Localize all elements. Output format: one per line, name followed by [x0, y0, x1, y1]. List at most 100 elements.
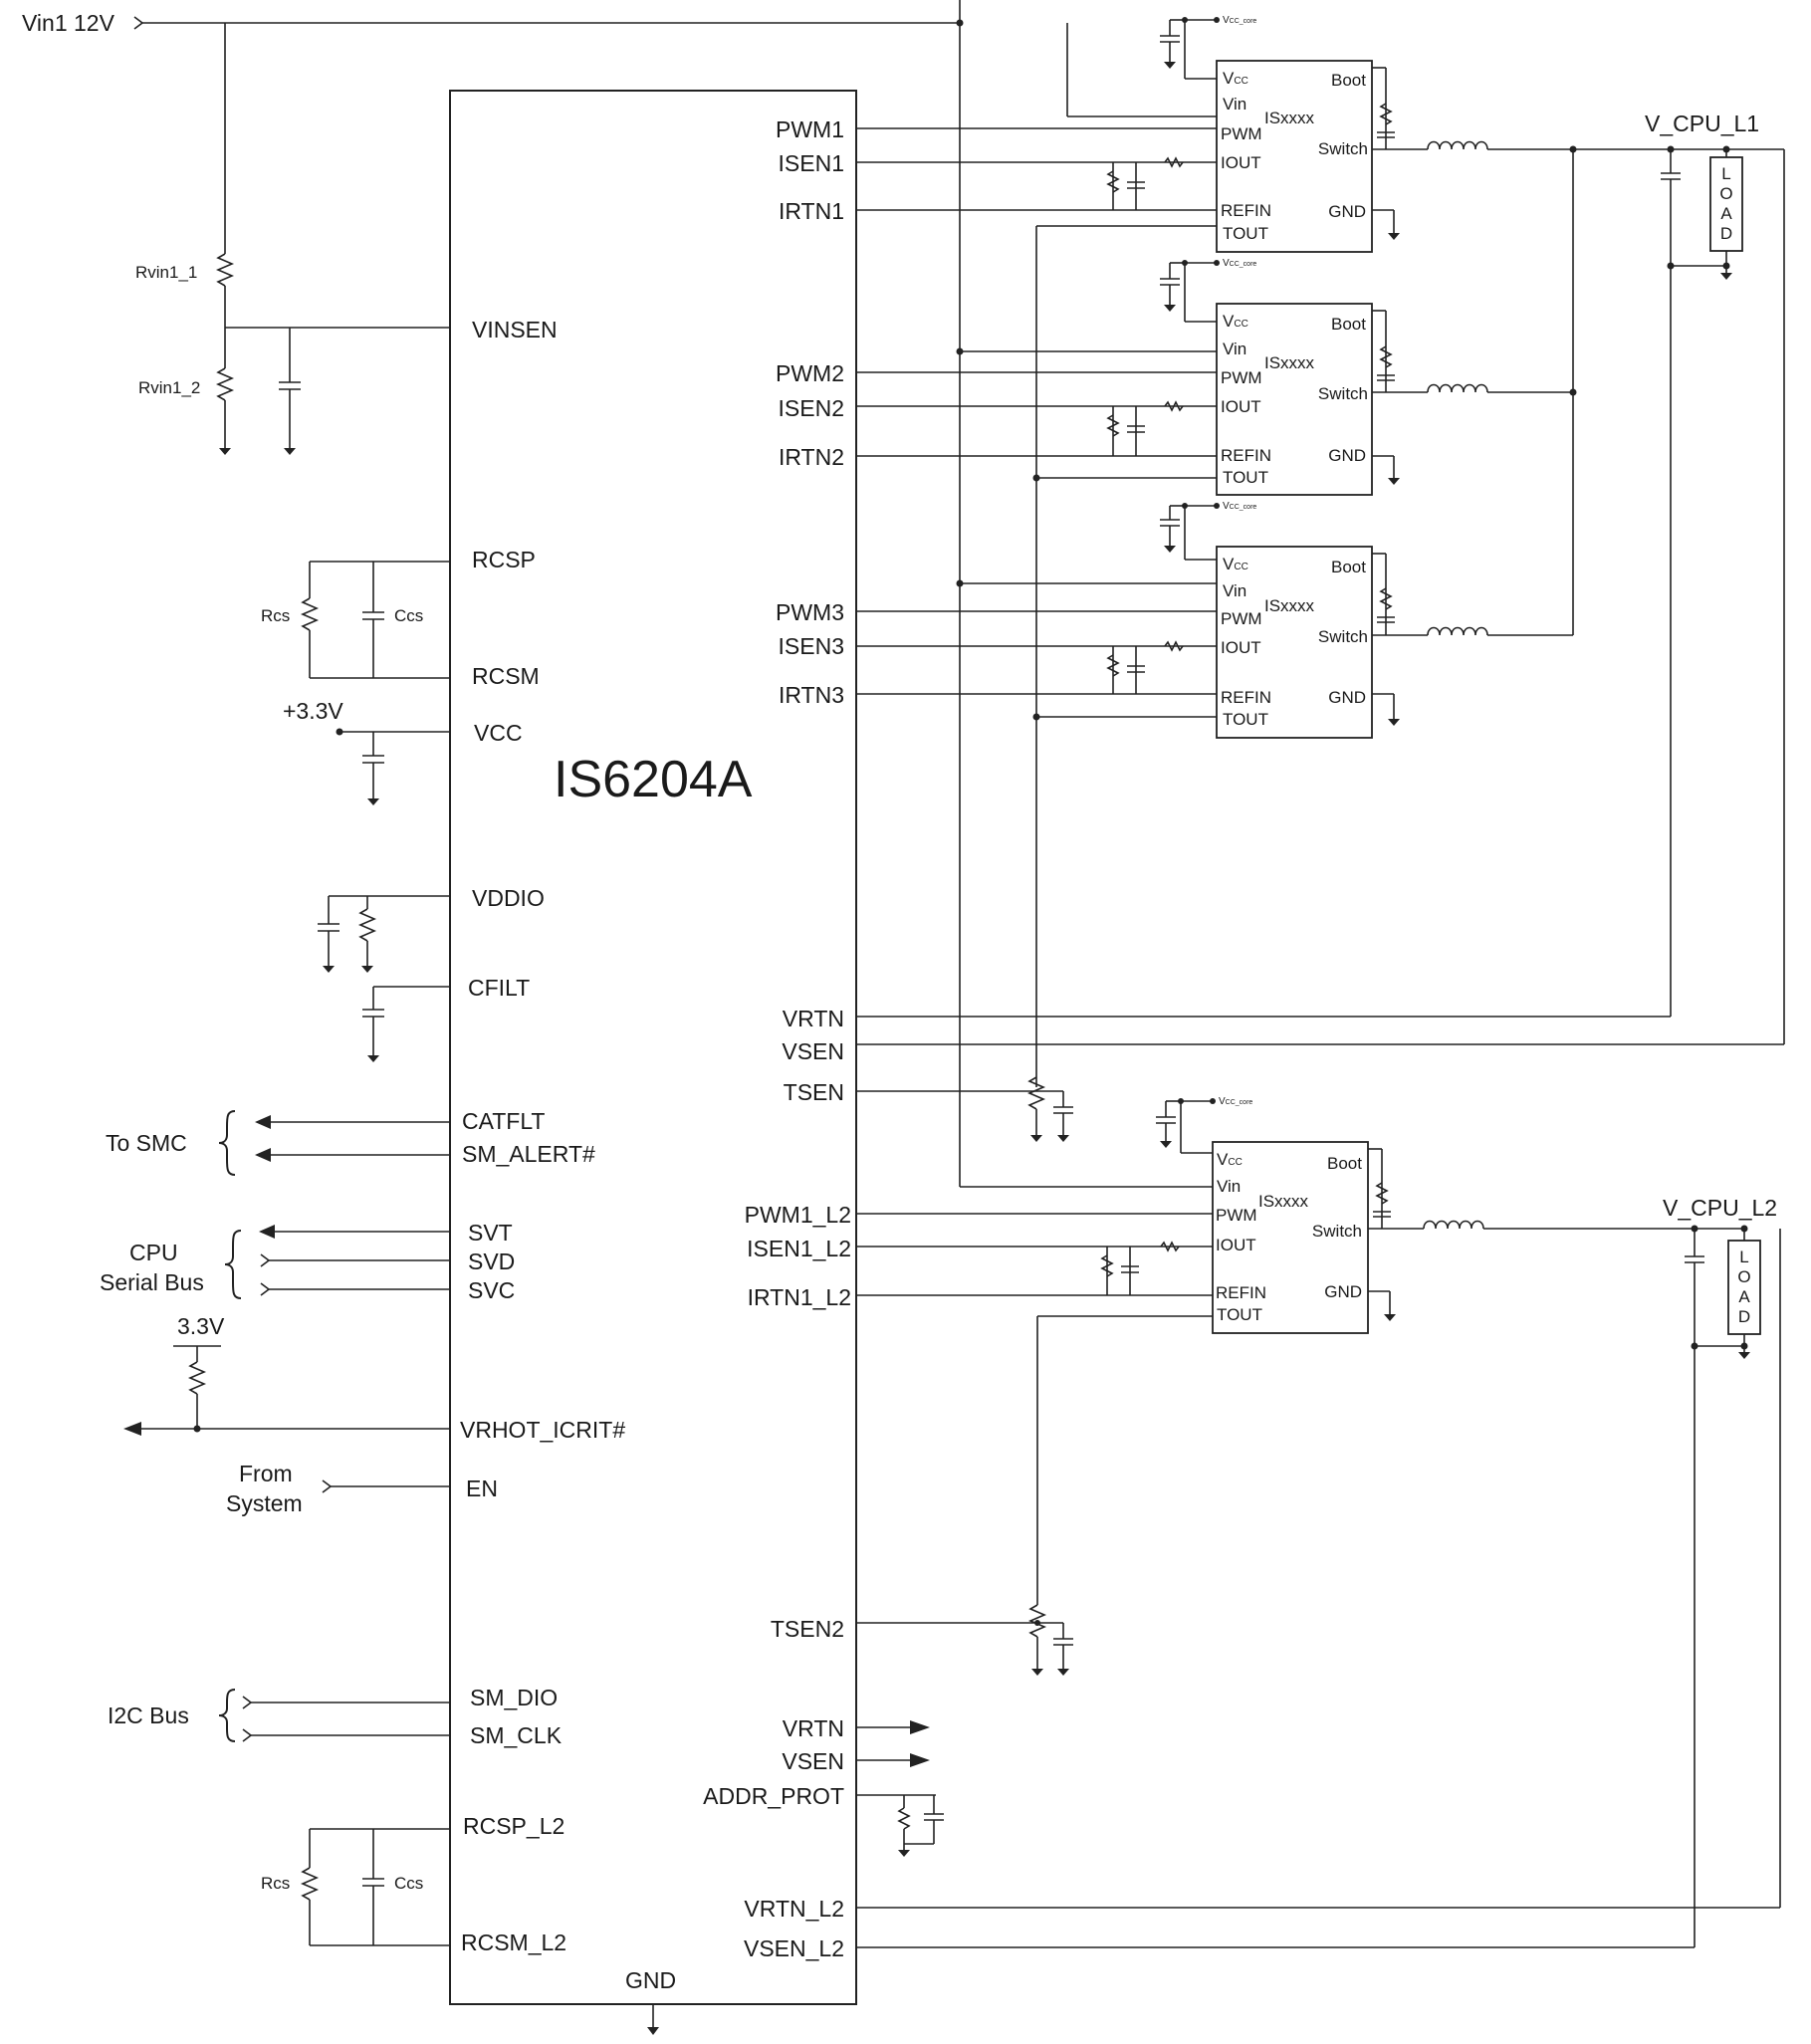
- stage-l2-vcc-core: V: [1219, 1096, 1226, 1107]
- pin-cfilt: CFILT: [468, 975, 530, 1001]
- stage-3-vcc-sub: CC: [1234, 562, 1247, 572]
- stage-3-vin: Vin: [1223, 581, 1246, 600]
- stage-3-vcc-core: V: [1223, 501, 1230, 512]
- stage-l2-text: VCC Vin PWM IOUT REFIN TOUT ISxxxx Boot …: [1216, 1096, 1362, 1324]
- rail1-label: V_CPU_L1: [1645, 111, 1759, 136]
- pin-tsen: TSEN: [784, 1079, 844, 1105]
- stage-3-text: VCC Vin PWM IOUT REFIN TOUT ISxxxx Boot …: [1221, 501, 1368, 729]
- pin-vsen: VSEN: [782, 1038, 844, 1064]
- main-ic-gnd-wire: [647, 2004, 659, 2035]
- stage-1-tout: TOUT: [1223, 224, 1268, 243]
- load-1-a: A: [1720, 204, 1732, 223]
- ccs-l2-label: Ccs: [394, 1874, 423, 1893]
- to-smc-brace: [218, 1110, 236, 1176]
- stage-3-pwm: PWM: [1221, 609, 1262, 628]
- stage-l2-name: ISxxxx: [1258, 1192, 1309, 1211]
- stage-1-refin: REFIN: [1221, 201, 1271, 220]
- pullup-label: 3.3V: [177, 1313, 225, 1339]
- stage-3-boot: Boot: [1331, 558, 1366, 576]
- stage-2-vcc: V: [1223, 312, 1235, 331]
- stage-2-refin: REFIN: [1221, 446, 1271, 465]
- stage-2: [1160, 260, 1573, 496]
- stage-1-name: ISxxxx: [1264, 109, 1315, 127]
- catflt-arrow: [255, 1115, 450, 1129]
- pin-isen3: ISEN3: [779, 633, 844, 659]
- pin-catflt: CATFLT: [462, 1108, 545, 1134]
- pin-irtn1: IRTN1: [779, 198, 844, 224]
- pin-svc: SVC: [468, 1277, 515, 1303]
- stage-3-switch: Switch: [1318, 627, 1368, 646]
- stage-1-iout: IOUT: [1221, 153, 1261, 172]
- stage-3-name: ISxxxx: [1264, 596, 1315, 615]
- pin-vinsen: VINSEN: [472, 317, 558, 342]
- svg-text:VCC_core: VCC_core: [1223, 501, 1256, 512]
- stage-1-vin: Vin: [1223, 95, 1246, 114]
- stage-1-text: VCC Vin PWM IOUT REFIN TOUT ISxxxx Boot …: [1221, 15, 1368, 243]
- svc-input: [260, 1282, 450, 1296]
- stage-2-name: ISxxxx: [1264, 353, 1315, 372]
- cpu-bus-label-1: CPU: [129, 1240, 178, 1265]
- stage-l2-vcc: V: [1217, 1150, 1229, 1169]
- pin-pwm3: PWM3: [776, 599, 844, 625]
- pin-pwm1-l2: PWM1_L2: [745, 1202, 851, 1228]
- svg-text:VCC_core: VCC_core: [1223, 258, 1256, 269]
- rcs-label: Rcs: [261, 606, 290, 625]
- pin-irtn3: IRTN3: [779, 682, 844, 708]
- stage-2-vcc-sub: CC: [1234, 319, 1247, 330]
- stage-2-text: VCC Vin PWM IOUT REFIN TOUT ISxxxx Boot …: [1221, 258, 1368, 487]
- stage-l2-gnd: GND: [1324, 1282, 1362, 1301]
- pin-isen1-l2: ISEN1_L2: [747, 1236, 851, 1261]
- pin-addr-prot: ADDR_PROT: [703, 1783, 844, 1809]
- stage-3-vcc: V: [1223, 555, 1235, 573]
- stage-l2-tout: TOUT: [1217, 1305, 1262, 1324]
- stage-3-gnd: GND: [1328, 688, 1366, 707]
- stage-2-vcc-core: V: [1223, 258, 1230, 269]
- cpu-bus-label-2: Serial Bus: [100, 1269, 204, 1295]
- stage-2-vin: Vin: [1223, 340, 1246, 358]
- stage-2-tout: TOUT: [1223, 468, 1268, 487]
- vddio-net: [318, 895, 450, 973]
- pin-sm-clk: SM_CLK: [470, 1722, 563, 1748]
- rcs-l2-label: Rcs: [261, 1874, 290, 1893]
- load-2-a: A: [1738, 1287, 1750, 1306]
- stage-l2: [1156, 1098, 1744, 1334]
- stage-l2-vcc-core-sub: CC_core: [1226, 1099, 1253, 1106]
- stage-3-iout: IOUT: [1221, 638, 1261, 657]
- pin-vrhot: VRHOT_ICRIT#: [460, 1417, 625, 1443]
- stage-1-boot: Boot: [1331, 71, 1366, 90]
- pin-rcsm: RCSM: [472, 663, 540, 689]
- rcs-ccs-l2-network: [300, 1828, 450, 1946]
- main-ic-gnd-label: GND: [625, 1967, 676, 1993]
- phase-l2-wires: [856, 1213, 1213, 1296]
- tout-bus: [856, 225, 1217, 1142]
- svg-text:VCC: VCC: [1223, 69, 1248, 88]
- stage-1-vcc: V: [1223, 69, 1235, 88]
- pin-svt: SVT: [468, 1220, 513, 1246]
- load-2-o: O: [1737, 1267, 1750, 1286]
- stage-l2-vcc-sub: CC: [1228, 1157, 1242, 1168]
- pin-rcsp-l2: RCSP_L2: [463, 1813, 565, 1839]
- i2c-brace: [218, 1689, 236, 1742]
- i2c-label: I2C Bus: [108, 1703, 189, 1728]
- stage-1-switch: Switch: [1318, 139, 1368, 158]
- load-1-l: L: [1721, 164, 1730, 183]
- stage-2-gnd: GND: [1328, 446, 1366, 465]
- pin-rcsm-l2: RCSM_L2: [461, 1930, 566, 1955]
- svg-text:VCC: VCC: [1217, 1150, 1243, 1169]
- pin-vrtn-b: VRTN: [783, 1715, 844, 1741]
- vrtn-vsen-l2: [856, 1229, 1781, 1948]
- svt-arrow: [259, 1225, 450, 1239]
- stage-2-vcc-core-sub: CC_core: [1230, 261, 1257, 268]
- svg-text:VCC_core: VCC_core: [1219, 1096, 1252, 1107]
- rvin2-label: Rvin1_2: [138, 378, 200, 397]
- isen-rc-3: [1106, 640, 1184, 694]
- vin-label: Vin1 12V: [22, 10, 115, 36]
- vin-taps: [956, 347, 1217, 1188]
- pin-isen1: ISEN1: [779, 150, 844, 176]
- pin-tsen2: TSEN2: [771, 1616, 844, 1642]
- pin-vcc: VCC: [474, 720, 523, 746]
- stage-l2-vin: Vin: [1217, 1177, 1241, 1196]
- pin-isen2: ISEN2: [779, 395, 844, 421]
- pin-pwm1: PWM1: [776, 116, 844, 142]
